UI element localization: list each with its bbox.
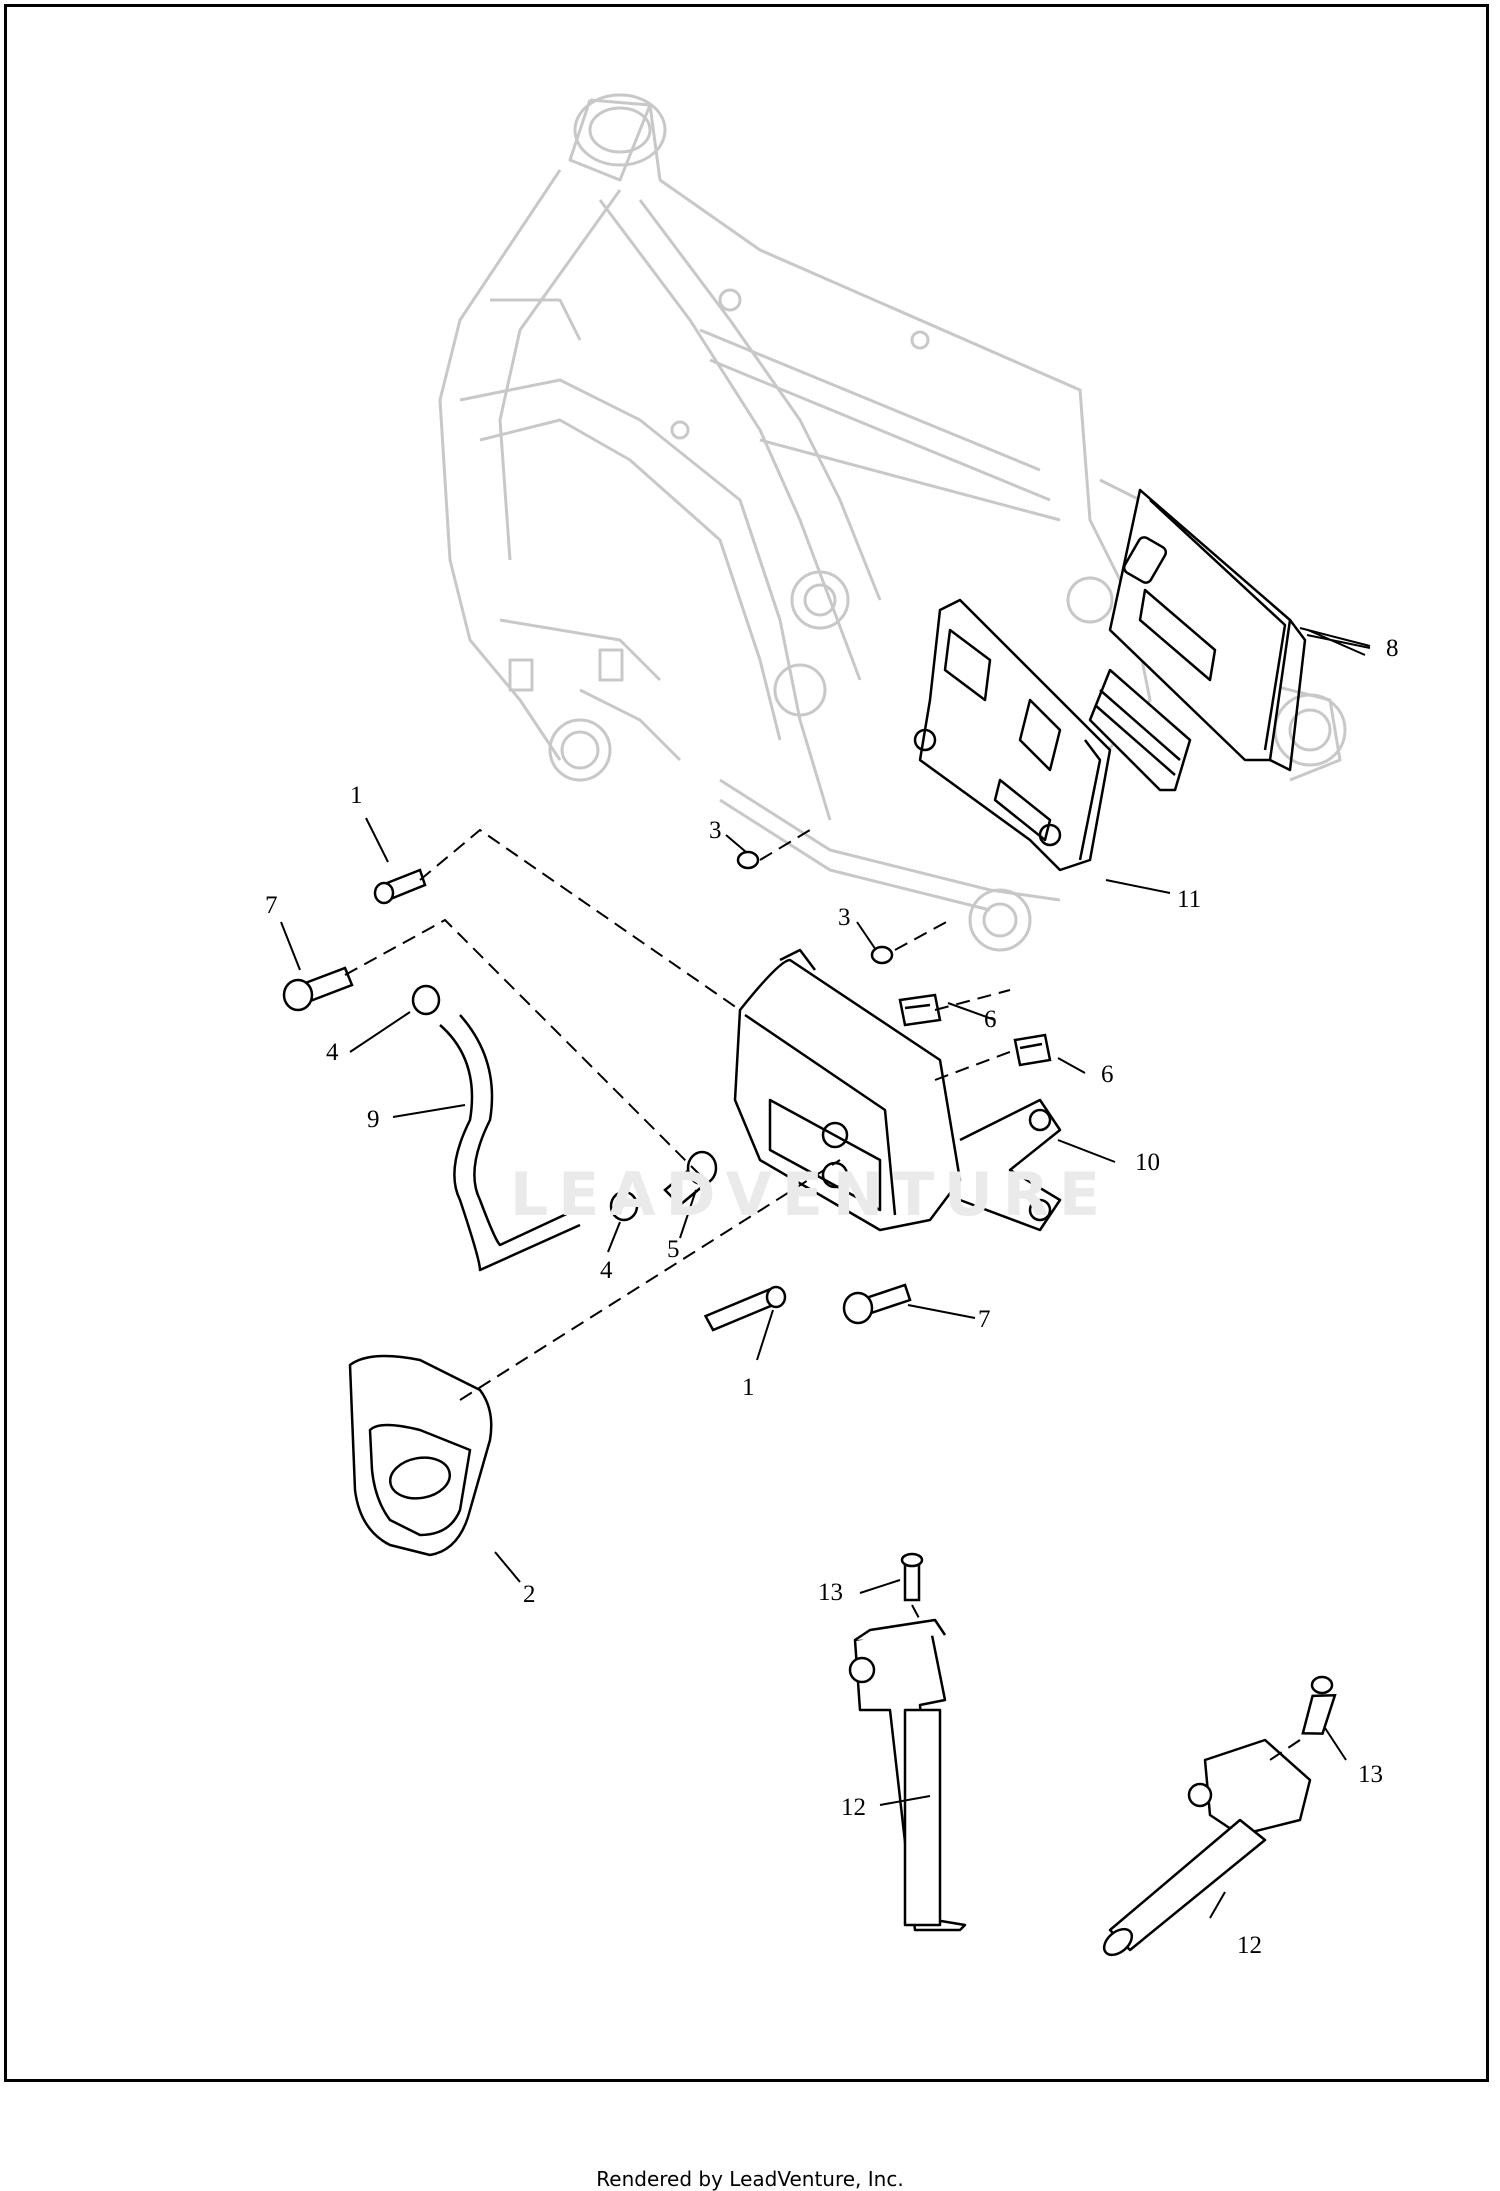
bolts-7: [282, 966, 912, 1325]
bolts-13: [900, 1552, 1337, 1735]
motorcycle-frame-outline: [438, 93, 1347, 952]
leader-lines: [280, 627, 1371, 1919]
ecm-module: [1088, 488, 1307, 792]
callout-1-upper: 1: [350, 782, 363, 809]
callout-7-lower: 7: [978, 1306, 991, 1333]
callout-1-lower: 1: [742, 1374, 755, 1401]
callout-6-upper: 6: [984, 1006, 997, 1033]
callout-11: 11: [1177, 886, 1202, 913]
ignition-coils-12: [848, 1618, 1312, 1957]
callout-6-lower: 6: [1101, 1061, 1114, 1088]
callout-7-upper: 7: [265, 892, 278, 919]
callout-2: 2: [523, 1581, 536, 1608]
assembly-dashed-lines: [344, 828, 1301, 1761]
callout-4-lower: 4: [600, 1257, 613, 1284]
callout-3-lower: 3: [838, 904, 851, 931]
callout-13-left: 13: [818, 1579, 843, 1606]
callout-5: 5: [667, 1236, 680, 1263]
bolts-1: [373, 868, 787, 1332]
callout-10: 10: [1135, 1149, 1160, 1176]
hose-9: [439, 1014, 581, 1272]
callout-3-upper: 3: [709, 817, 722, 844]
callout-13-right: 13: [1358, 1761, 1383, 1788]
callout-12-left: 12: [841, 1794, 866, 1821]
cover-plate: [733, 948, 1062, 1232]
callout-4-upper: 4: [326, 1039, 339, 1066]
callout-12-right: 12: [1237, 1932, 1262, 1959]
callout-8: 8: [1386, 635, 1399, 662]
screws-3: [736, 850, 894, 965]
callout-9: 9: [367, 1106, 380, 1133]
watermark-text: LEADVENTURE: [510, 1160, 1110, 1230]
trim-badge-2: [348, 1354, 493, 1557]
ecm-bracket: [913, 598, 1112, 872]
clips: [898, 993, 1052, 1067]
footer-credit: Rendered by LeadVenture, Inc.: [596, 2167, 904, 2191]
clamps-4: [411, 984, 639, 1222]
